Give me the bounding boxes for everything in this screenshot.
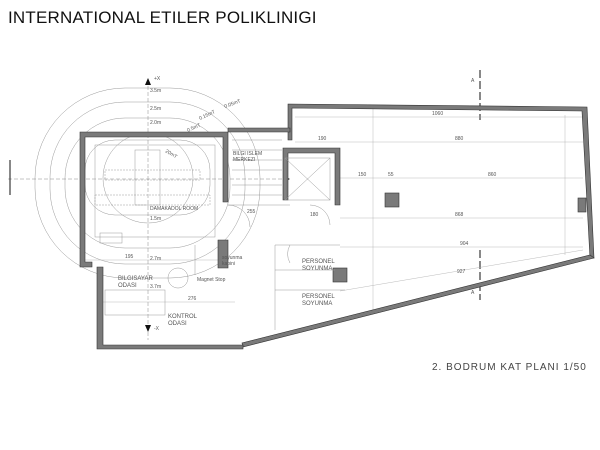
- section-label-bottom: A: [471, 290, 475, 296]
- minus-x-arrow-icon: [145, 325, 151, 332]
- dimension-label: 190: [318, 136, 327, 142]
- field-label: 1.5m: [150, 216, 161, 222]
- room-label-computer-1: BILGISAYAR: [118, 276, 153, 282]
- field-label: 0.15mT: [198, 109, 216, 122]
- room-label-tech-2: MERKEZI: [233, 157, 255, 163]
- field-contours: [34, 87, 261, 279]
- walls: [79, 103, 595, 350]
- plus-x-arrow-icon: [145, 78, 151, 85]
- dimension-label: 868: [455, 212, 464, 218]
- dimension-label: 904: [460, 241, 469, 247]
- room-label-staff-1a: PERSONEL: [302, 259, 335, 265]
- field-label: 3.7m: [150, 284, 161, 290]
- drawing-title: INTERNATIONAL ETILER POLIKLINIGI: [8, 8, 317, 27]
- room-label-tech-1: BILGI ISLEM: [233, 151, 262, 157]
- room-label-control-2: ODASI: [168, 321, 187, 327]
- plus-x-label: +X: [154, 76, 161, 82]
- dimension-label: 927: [457, 269, 466, 275]
- partitions: [94, 139, 345, 330]
- field-label: 2.7m: [150, 256, 161, 262]
- dimension-label: 150: [358, 172, 367, 178]
- field-label: 2.5m: [150, 106, 161, 112]
- magnet-stop-label: Magnet Stop: [197, 277, 226, 283]
- field-label: 2.0m: [150, 120, 161, 126]
- dimension-label: 195: [125, 254, 134, 260]
- section-label-top: A: [471, 78, 475, 84]
- dimension-label: 880: [455, 136, 464, 142]
- room-label-cabinet-1: soyunma: [222, 255, 243, 261]
- room-label-cabinet-2: kabini: [222, 261, 235, 267]
- plan-caption: 2. BODRUM KAT PLANI 1/50: [432, 362, 587, 373]
- room-label-computer-2: ODASI: [118, 283, 137, 289]
- minus-x-label: -X: [154, 326, 160, 332]
- room-label-staff-1b: SOYUNMA: [302, 266, 332, 272]
- room-label-staff-2a: PERSONEL: [302, 294, 335, 300]
- dimension-label: 860: [488, 172, 497, 178]
- dimension-lines: [85, 108, 584, 310]
- field-label: 3.5m: [150, 88, 161, 94]
- room-label-staff-2b: SOYUNMA: [302, 301, 332, 307]
- dimension-label: 55: [388, 172, 394, 178]
- field-label: 0.5mT: [186, 122, 201, 133]
- dimension-label: 276: [188, 296, 197, 302]
- room-label-mri: DAMAKADOL ROOM: [150, 206, 198, 212]
- field-label: 20mT: [164, 149, 178, 161]
- dimension-label: 180: [310, 212, 319, 218]
- field-label: 0.05mT: [224, 98, 242, 109]
- room-label-control-1: KONTROL: [168, 314, 198, 320]
- dimension-label: 255: [247, 209, 256, 215]
- dimension-label: 1060: [432, 111, 443, 117]
